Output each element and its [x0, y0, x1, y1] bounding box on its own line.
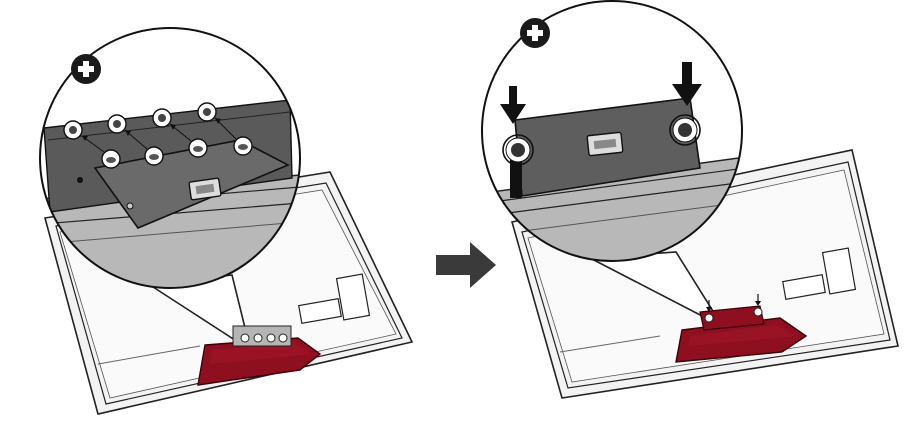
push-down-arrow-left [500, 86, 526, 124]
port-right-tall [821, 247, 857, 295]
right-arrow-icon [436, 242, 496, 288]
stand-left [197, 325, 322, 386]
port-left-tall [335, 273, 371, 321]
stand-tab-4 [278, 333, 288, 343]
lock-point-1 [704, 313, 714, 323]
lock-circle-left [502, 134, 534, 166]
lock-point-2 [753, 307, 763, 317]
plus-icon [520, 18, 550, 48]
stand-tab-1 [240, 333, 250, 343]
lock-circle-right [669, 114, 701, 146]
step-1-illustration [39, 27, 414, 415]
step-2-illustration [481, 0, 899, 399]
push-down-arrow-right [672, 62, 702, 106]
port-right-small [782, 273, 826, 301]
plus-icon [71, 54, 101, 84]
stand-tab-2 [253, 333, 263, 343]
stand-tab-3 [266, 333, 276, 343]
port-left-small [298, 297, 342, 325]
stand-right [675, 294, 808, 363]
